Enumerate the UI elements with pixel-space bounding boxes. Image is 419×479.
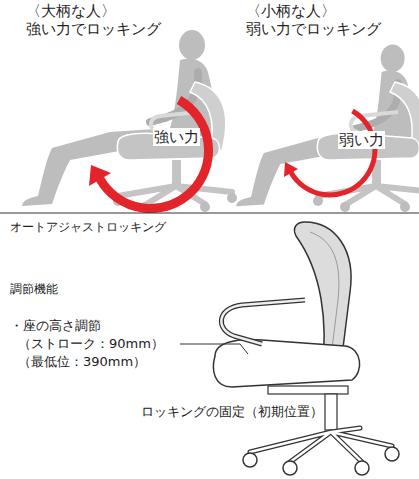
- group-heading: 〈大柄な人〉: [26, 2, 116, 20]
- force-label: 弱い力: [338, 131, 385, 149]
- feature-note: ・座の高さ調節: [10, 318, 101, 334]
- feature-note: （ストローク：90mm）: [18, 336, 164, 352]
- force-label: 強い力: [153, 128, 200, 146]
- section-heading: 調節機能: [10, 282, 58, 296]
- part-label: ロッキングの固定（初期位置）: [140, 404, 324, 420]
- group-heading: 〈小柄な人〉: [246, 2, 336, 20]
- group-heading: 弱い力でロッキング: [246, 20, 381, 38]
- group-heading: 強い力でロッキング: [26, 20, 161, 38]
- section-caption: オートアジャストロッキング: [10, 220, 166, 234]
- feature-note: （最低位：390mm）: [18, 354, 146, 370]
